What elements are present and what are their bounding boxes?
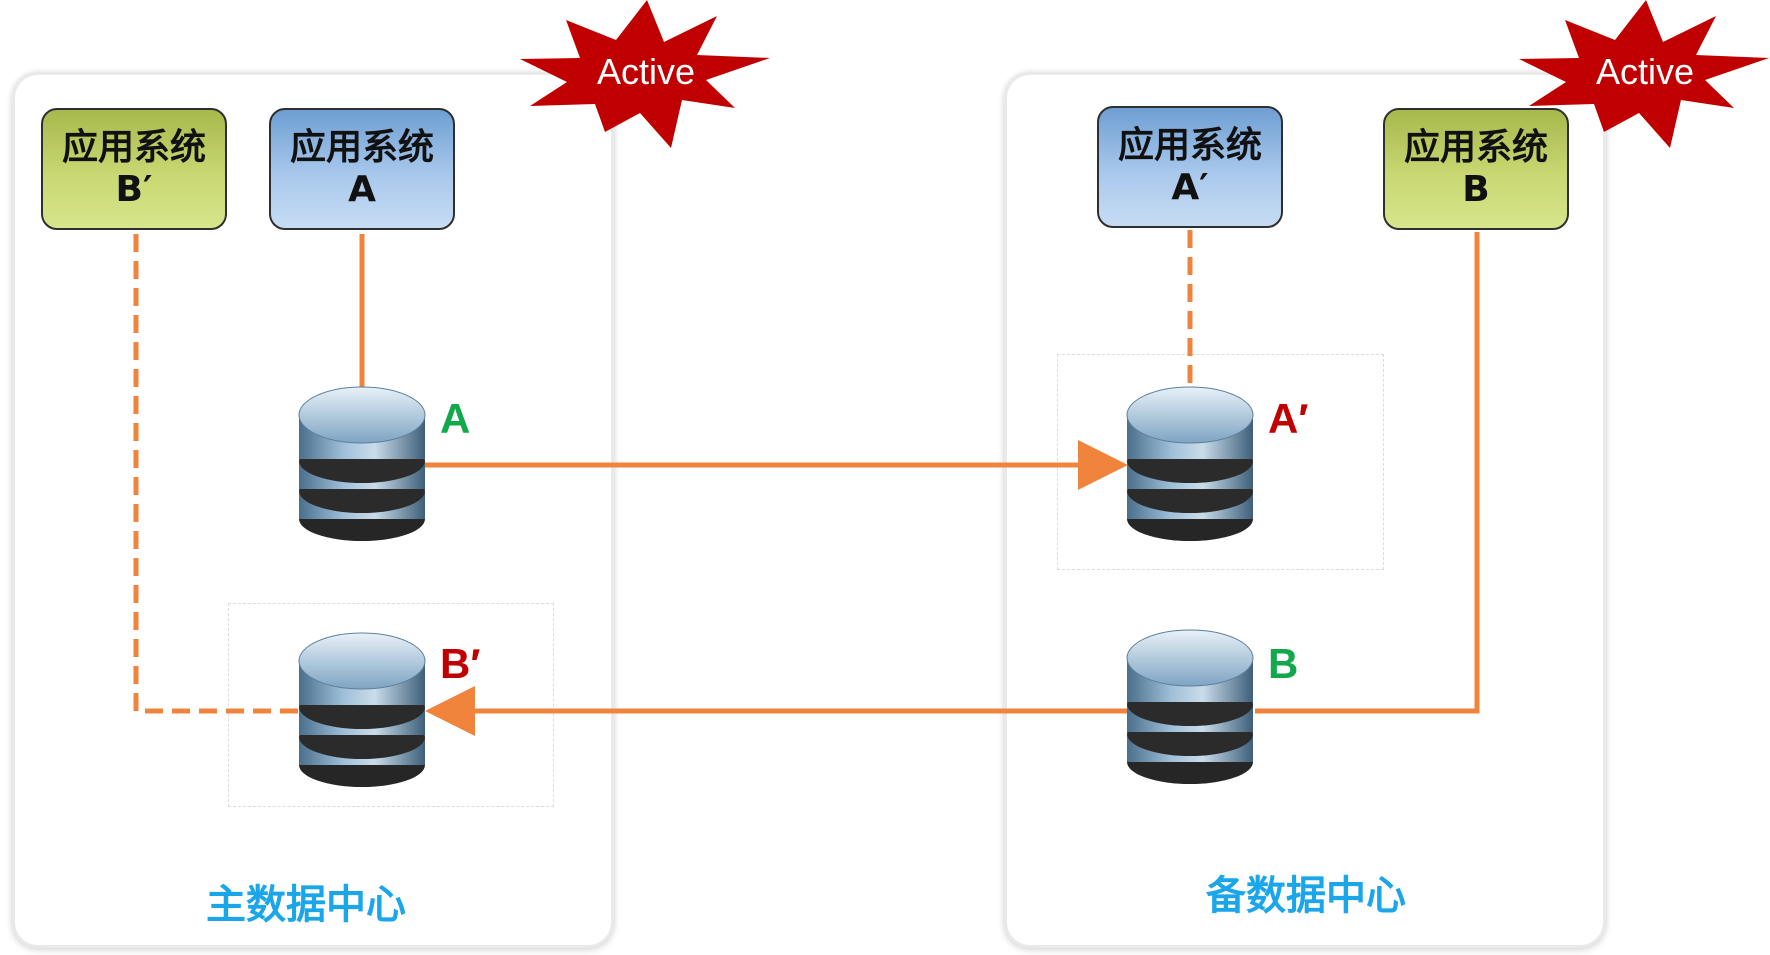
- link-app-b-db-b: [1255, 232, 1480, 714]
- backup-datacenter-label: 备数据中心: [1206, 873, 1406, 919]
- replica-group-b-prime: [228, 603, 554, 807]
- primary-datacenter-label: 主数据中心: [206, 882, 406, 928]
- replica-group-a-prime: [1057, 354, 1384, 570]
- database-b-icon: [1126, 629, 1254, 785]
- app-system-a-prime: 应用系统A′: [1097, 106, 1283, 228]
- app-system-b-prime-label: 应用系统B′: [61, 127, 206, 210]
- database-b-prime-icon: [298, 632, 426, 788]
- active-burst-right: [1519, 0, 1769, 148]
- database-a-label: A: [440, 395, 471, 442]
- database-b-label: B: [1268, 640, 1299, 687]
- active-badge-left: Active: [596, 51, 696, 92]
- app-system-a: 应用系统A: [269, 108, 455, 230]
- app-system-b-prime: 应用系统B′: [41, 108, 227, 230]
- active-badge-right: Active: [1595, 51, 1695, 92]
- database-a-prime-label: A′: [1268, 395, 1309, 442]
- link-app-b-prime-db-b-prime: [133, 234, 300, 714]
- database-a-prime-icon: [1126, 386, 1254, 542]
- app-system-a-prime-label: 应用系统A′: [1117, 125, 1262, 208]
- app-system-a-label: 应用系统A: [289, 127, 434, 210]
- database-a-icon: [298, 386, 426, 542]
- app-system-b-label: 应用系统B: [1403, 127, 1548, 210]
- app-system-b: 应用系统B: [1383, 108, 1569, 230]
- database-b-prime-label: B′: [440, 640, 481, 687]
- active-burst-left: [520, 0, 770, 148]
